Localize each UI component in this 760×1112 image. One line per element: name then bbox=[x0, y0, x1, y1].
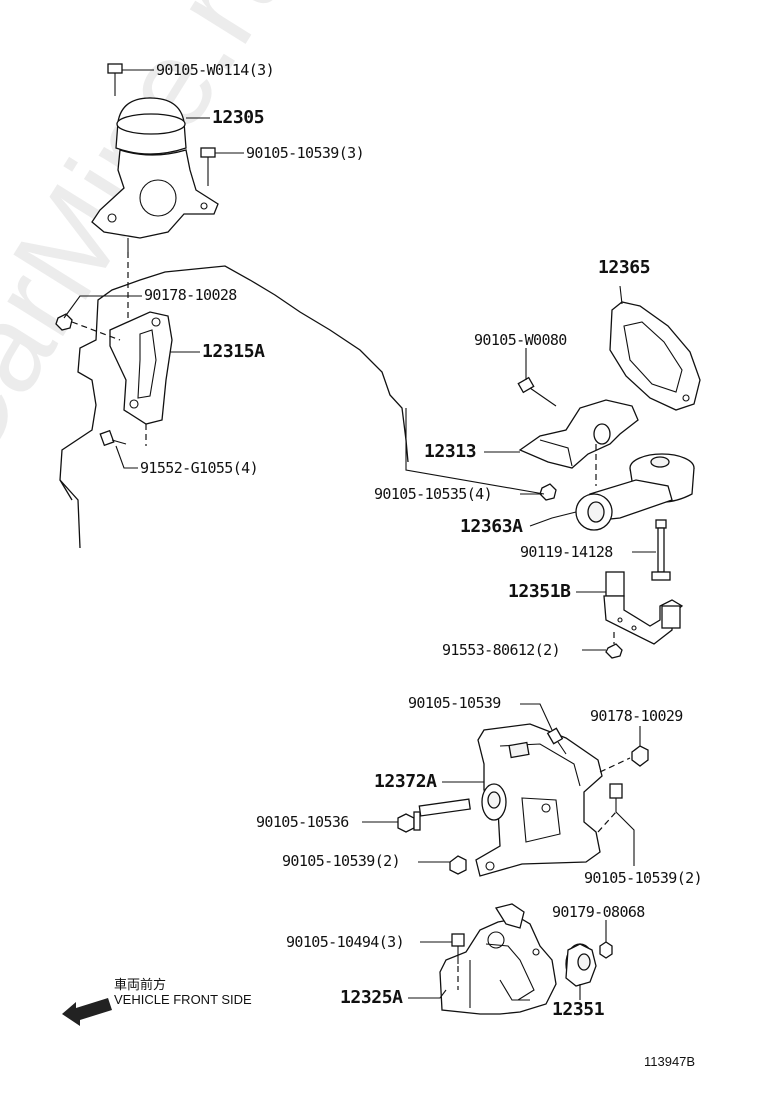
part-label-12313: 12313 bbox=[424, 441, 477, 462]
part-label-12351: 12351 bbox=[552, 999, 605, 1020]
bolt-90105-10535 bbox=[539, 483, 557, 501]
bolt-90105-10536 bbox=[397, 798, 471, 833]
part-label-90105-10539-3: 90105-10539(3) bbox=[246, 144, 365, 162]
bolt-91553-80612 bbox=[605, 643, 623, 659]
part-label-91552-g1055: 91552-G1055(4) bbox=[140, 459, 259, 477]
bolt-90105-10539-left bbox=[449, 855, 467, 875]
engine-outline bbox=[59, 265, 409, 549]
part-label-12351b: 12351B bbox=[508, 581, 571, 602]
part-label-90105-10539: 90105-10539 bbox=[408, 694, 501, 712]
part-label-90105-w0080: 90105-W0080 bbox=[474, 331, 567, 349]
bolt-90105-10539-single bbox=[546, 727, 567, 755]
part-label-12305: 12305 bbox=[212, 107, 265, 128]
part-label-90105-10536: 90105-10536 bbox=[256, 813, 349, 831]
part-label-12372a: 12372A bbox=[374, 771, 437, 792]
bracket-12351b bbox=[603, 571, 684, 645]
front-direction-arrow-icon bbox=[62, 998, 112, 1026]
part-label-12315a: 12315A bbox=[202, 341, 265, 362]
bolt-90105-10539-right bbox=[609, 783, 623, 812]
part-label-90178-10028: 90178-10028 bbox=[144, 286, 237, 304]
front-note-japanese: 車両前方 bbox=[114, 977, 167, 992]
nut-90179-08068 bbox=[599, 941, 613, 959]
bracket-12315a bbox=[109, 311, 173, 425]
part-label-90119-14128: 90119-14128 bbox=[520, 543, 613, 561]
part-label-91553-80612: 91553-80612(2) bbox=[442, 641, 561, 659]
bolt-90105-w0114 bbox=[107, 63, 123, 96]
front-note-english: VEHICLE FRONT SIDE bbox=[114, 992, 252, 1007]
part-label-12325a: 12325A bbox=[340, 987, 403, 1008]
part-label-90178-10029: 90178-10029 bbox=[590, 707, 683, 725]
engine-mount-12363a bbox=[575, 453, 695, 531]
part-label-12365: 12365 bbox=[598, 257, 651, 278]
nut-90178-10029 bbox=[631, 745, 649, 767]
engine-mount-12305 bbox=[91, 97, 219, 239]
bolt-90105-10539-upper bbox=[200, 147, 216, 186]
part-label-90179-08068: 90179-08068 bbox=[552, 903, 645, 921]
nut-90178-10028 bbox=[55, 313, 73, 331]
cover-12365 bbox=[609, 301, 701, 411]
part-label-90105-10494: 90105-10494(3) bbox=[286, 933, 405, 951]
bolt-91552-g1055 bbox=[99, 429, 127, 447]
bolt-90105-w0080 bbox=[517, 376, 557, 407]
part-label-90105-10535: 90105-10535(4) bbox=[374, 485, 493, 503]
part-label-12363a: 12363A bbox=[460, 516, 523, 537]
part-label-90105-10539-2-left: 90105-10539(2) bbox=[282, 852, 401, 870]
bracket-12313 bbox=[518, 399, 639, 469]
bolt-90119-14128 bbox=[651, 519, 671, 581]
part-label-90105-w0114: 90105-W0114(3) bbox=[156, 61, 275, 79]
engine-mount-12372a bbox=[475, 723, 603, 877]
bolt-90105-10494 bbox=[451, 933, 465, 964]
bushing-12351 bbox=[565, 943, 597, 987]
drawing-number: 113947B bbox=[644, 1054, 696, 1069]
part-label-90105-10539-2-right: 90105-10539(2) bbox=[584, 869, 703, 887]
bracket-12325a bbox=[439, 903, 557, 1015]
